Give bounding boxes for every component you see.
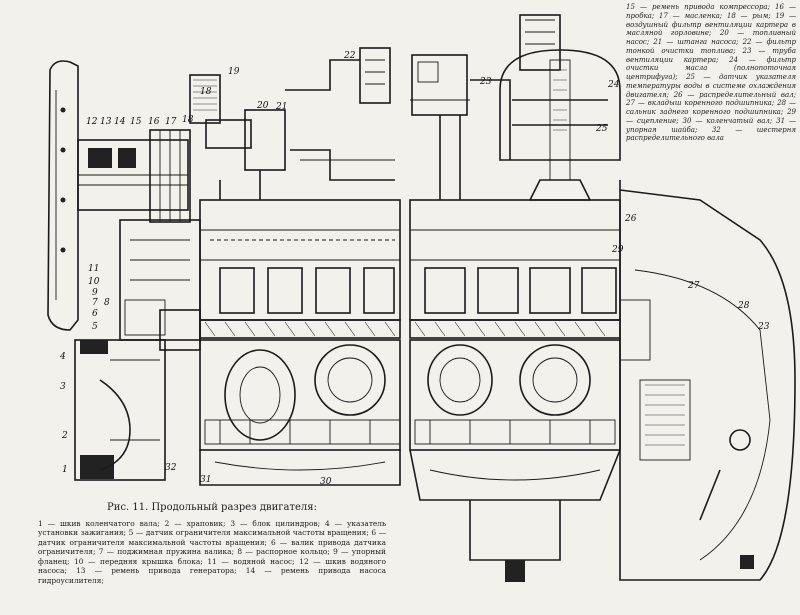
fan-blade (47, 60, 79, 331)
callout-14: 14 (114, 117, 126, 127)
callout-13: 13 (100, 117, 112, 127)
callout-27: 27 (688, 281, 700, 291)
callout-4: 4 (60, 352, 66, 362)
callout-23-left: 23 (480, 77, 492, 87)
figure-title: Рис. 11. Продольный разрез двигателя: (107, 502, 317, 513)
callout-5: 5 (92, 322, 98, 332)
callout-9: 9 (92, 288, 98, 298)
oil-centrifuge (499, 14, 621, 201)
callout-15: 15 (130, 117, 142, 127)
callout-17: 17 (165, 117, 177, 127)
callout-11: 11 (88, 264, 100, 274)
figure-caption: Рис. 11. Продольный разрез двигателя: 1 … (38, 502, 386, 585)
callout-8: 8 (104, 298, 110, 308)
cylinder-block-right (409, 199, 621, 582)
callout-21: 21 (276, 102, 288, 112)
callout-18: 18 (182, 115, 194, 125)
callout-24: 24 (608, 80, 620, 90)
callout-28: 28 (738, 301, 750, 311)
callout-18-top: 18 (200, 87, 212, 97)
callout-16: 16 (148, 117, 160, 127)
callout-3: 3 (60, 382, 66, 392)
callout-32: 32 (165, 463, 177, 473)
fuel-pump-right (410, 54, 511, 200)
figure-legend: 1 — шкив коленчатого вала; 2 — храповик;… (38, 518, 386, 585)
callout-7: 7 (92, 298, 98, 308)
fuel-system-left (189, 47, 395, 200)
callout-6: 6 (92, 309, 98, 319)
callout-22: 22 (344, 51, 356, 61)
callout-31: 31 (200, 475, 212, 485)
callout-10: 10 (88, 277, 100, 287)
front-cover (119, 219, 201, 351)
callout-26: 26 (625, 214, 637, 224)
crankshaft-pulley (74, 339, 166, 481)
callout-1: 1 (62, 465, 68, 475)
cylinder-block-left (199, 199, 401, 486)
callout-19: 19 (228, 67, 240, 77)
callout-30: 30 (320, 477, 332, 487)
clutch-housing (619, 180, 796, 581)
water-pump-assembly (77, 129, 191, 223)
callout-12: 12 (86, 117, 98, 127)
callout-2: 2 (62, 431, 68, 441)
callout-29: 29 (612, 245, 624, 255)
callout-20: 20 (257, 101, 269, 111)
callout-23-right: 23 (758, 322, 770, 332)
legend-continuation: 15 — ремень привода компрессора; 16 — пр… (626, 3, 796, 143)
callout-25: 25 (596, 124, 608, 134)
